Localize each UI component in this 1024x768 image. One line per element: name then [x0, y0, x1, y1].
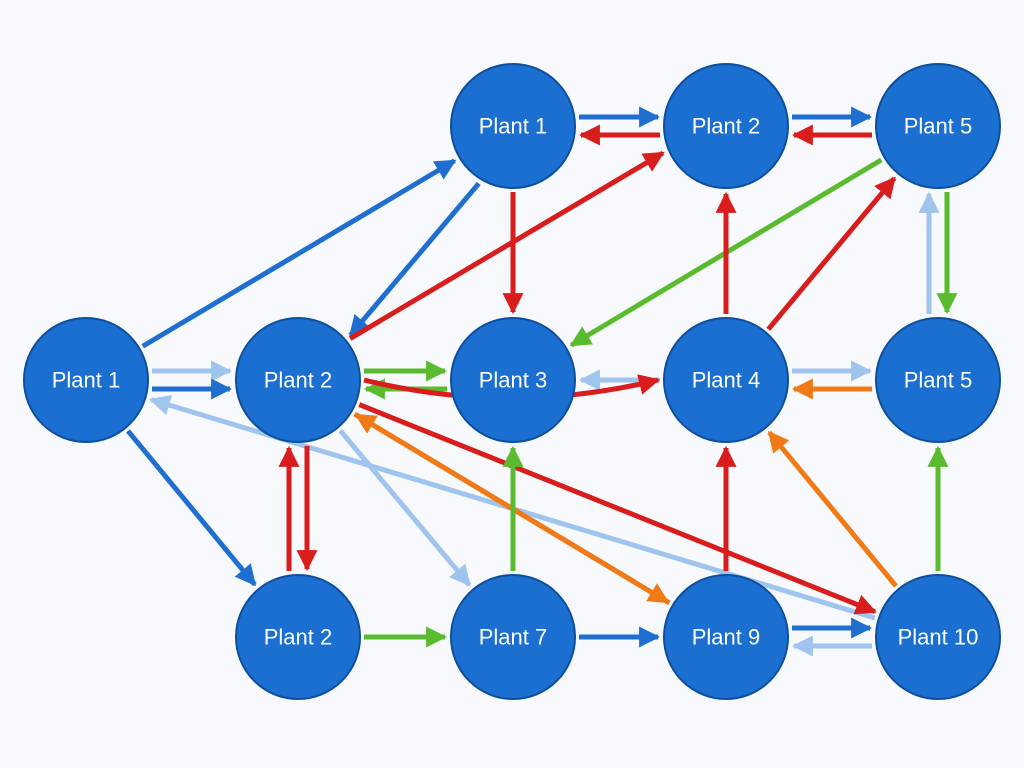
node-n2: Plant 2	[663, 63, 789, 189]
node-label: Plant 5	[904, 114, 973, 139]
edge-n7-to-n3-arrow	[766, 176, 897, 331]
node-label: Plant 5	[904, 368, 973, 393]
node-label: Plant 1	[52, 368, 121, 393]
node-n7: Plant 4	[663, 317, 789, 443]
node-label: Plant 3	[479, 368, 548, 393]
node-circle	[875, 317, 1001, 443]
node-n4: Plant 1	[23, 317, 149, 443]
node-circle	[235, 317, 361, 443]
node-circle	[450, 574, 576, 700]
node-circle	[663, 63, 789, 189]
node-circle	[875, 574, 1001, 700]
node-circle	[450, 317, 576, 443]
node-n8: Plant 5	[875, 317, 1001, 443]
node-label: Plant 7	[479, 625, 548, 650]
node-n12: Plant 10	[875, 574, 1001, 700]
edge-n12-to-n7-arrow	[767, 430, 898, 588]
node-label: Plant 2	[264, 625, 333, 650]
node-circle	[663, 574, 789, 700]
node-circle	[663, 317, 789, 443]
edge-n4-to-n1-arrow	[141, 158, 457, 349]
node-label: Plant 9	[692, 625, 761, 650]
node-n3: Plant 5	[875, 63, 1001, 189]
nodes-layer: Plant 1 Plant 2 Plant 5 Plant 1 Plant 2 Plant…	[23, 63, 1001, 700]
node-n5: Plant 2	[235, 317, 361, 443]
node-label: Plant 2	[264, 368, 333, 393]
node-circle	[235, 574, 361, 700]
edges-layer	[126, 106, 958, 657]
edge-n1-to-n5-arrow	[348, 181, 481, 337]
node-n11: Plant 9	[663, 574, 789, 700]
edge-n5-to-n10-arrow	[338, 429, 472, 587]
node-n6: Plant 3	[450, 317, 576, 443]
edge-n5-to-n12-arrow	[358, 402, 877, 615]
node-n9: Plant 2	[235, 574, 361, 700]
node-circle	[450, 63, 576, 189]
edge-n4-to-n9-arrow	[126, 429, 257, 587]
node-label: Plant 1	[479, 114, 548, 139]
node-label: Plant 4	[692, 368, 761, 393]
node-n10: Plant 7	[450, 574, 576, 700]
node-label: Plant 2	[692, 114, 761, 139]
node-n1: Plant 1	[450, 63, 576, 189]
node-circle	[23, 317, 149, 443]
node-label: Plant 10	[898, 625, 979, 650]
edge-n5-to-n2-arrow	[348, 150, 665, 341]
node-circle	[875, 63, 1001, 189]
